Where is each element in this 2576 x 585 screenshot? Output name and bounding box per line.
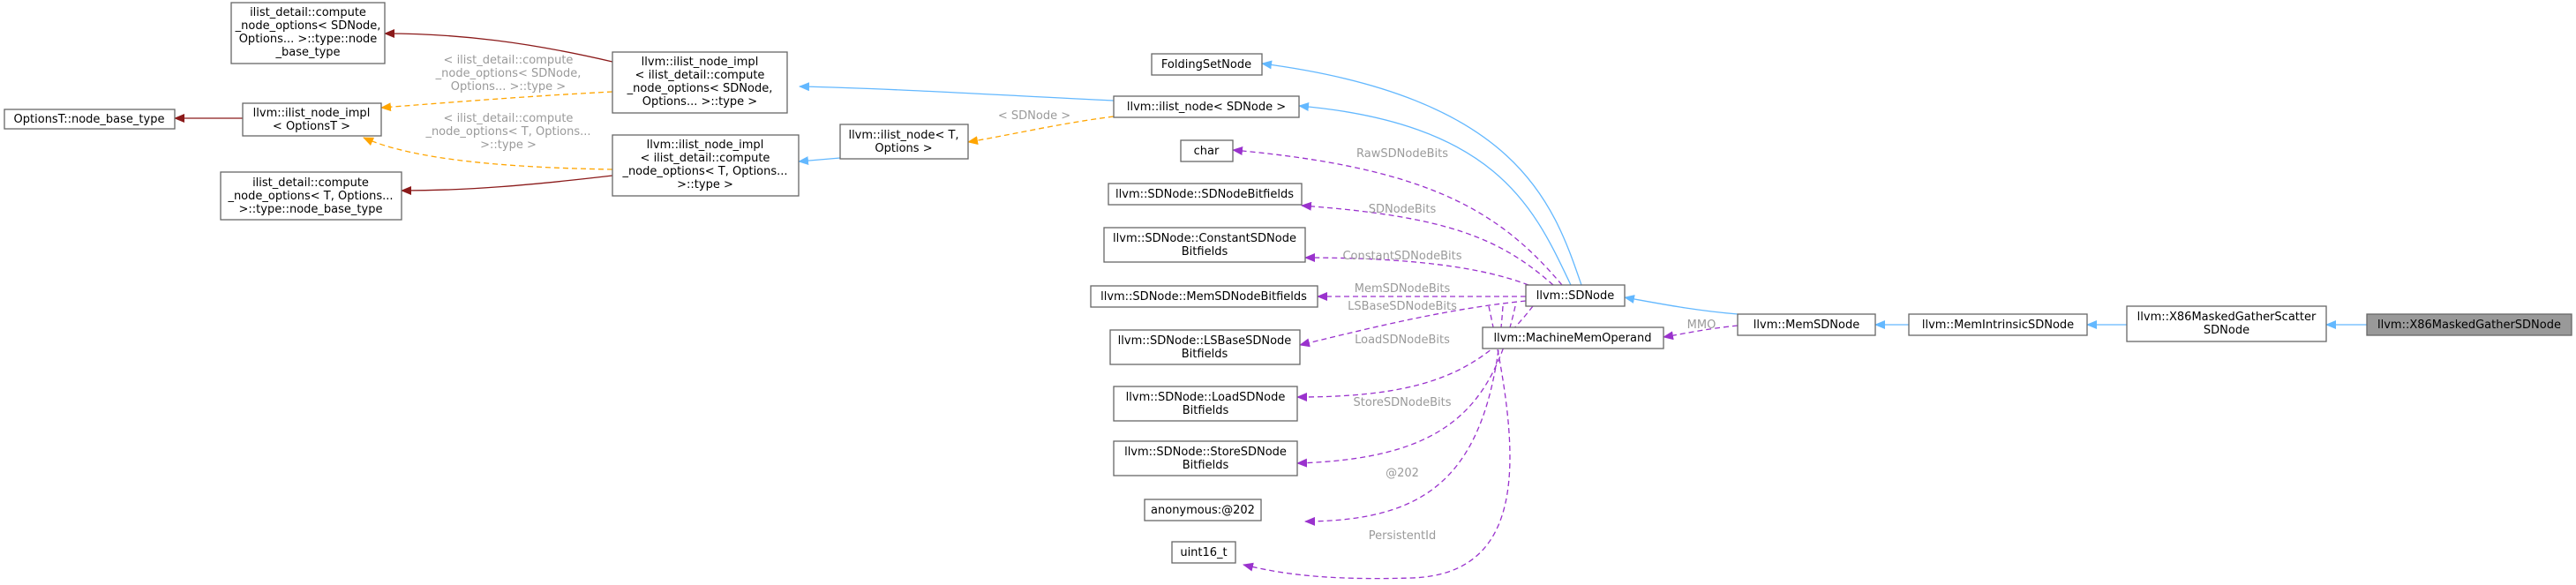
node-char[interactable]: char (1180, 139, 1234, 162)
svg-text:OptionsT::node_base_type: OptionsT::node_base_type (14, 113, 165, 126)
node-folding-set-node[interactable]: FoldingSetNode (1151, 53, 1263, 76)
label-T-template-args: < ilist_detail::compute_node_options< T,… (424, 112, 590, 152)
edge-sdnode-inherits-ilist-node-sdnode (1298, 101, 1572, 286)
edge-sdnode-member-constant (1304, 253, 1529, 286)
node-ilist-node-impl-T[interactable]: llvm::ilist_node_impl< ilist_detail::com… (612, 134, 800, 197)
svg-text:FoldingSetNode: FoldingSetNode (1161, 58, 1251, 71)
label-sdnode-template-args: < ilist_detail::compute_node_options< SD… (435, 54, 582, 94)
node-mem-intrinsic-sdnode[interactable]: llvm::MemIntrinsicSDNode (1908, 313, 2088, 336)
svg-text:llvm::SDNode::SDNodeBitfields: llvm::SDNode::SDNodeBitfields (1115, 188, 1294, 201)
edge-sdnode-member-raw (1232, 146, 1563, 286)
edge-ilist-node-sdnode-inherits-node-impl-sdnode (799, 82, 1115, 101)
edge-ilist-node-T-inherits-node-impl-T (798, 156, 841, 166)
svg-text:anonymous:@202: anonymous:@202 (1151, 504, 1255, 517)
node-mem-sdnode[interactable]: llvm::MemSDNode (1737, 313, 1876, 336)
edge-node-impl-sdnode-to-compute-sdnode-base (384, 29, 613, 63)
svg-text:llvm::ilist_node_impl< ilist_d: llvm::ilist_node_impl< ilist_detail::com… (627, 56, 773, 109)
edge-sdnode-member-sdnodebits (1301, 201, 1554, 286)
svg-text:ilist_detail::compute_node_opt: ilist_detail::compute_node_options< T, O… (227, 176, 393, 216)
edge-ilist-node-sdnode-instantiates-ilist-node-T (967, 116, 1115, 146)
label-sdnode-arg: < SDNode > (998, 109, 1070, 123)
svg-text:llvm::ilist_node_impl< Options: llvm::ilist_node_impl< OptionsT > (253, 107, 371, 133)
node-compute-T-node-base-type[interactable]: ilist_detail::compute_node_options< T, O… (220, 171, 402, 221)
edge-node-impl-T-instantiates-optionsT (363, 137, 613, 170)
label-store-sdnode-bits: StoreSDNodeBits (1354, 396, 1452, 409)
node-ilist-node-T[interactable]: llvm::ilist_node< T,Options > (839, 124, 969, 160)
svg-text:char: char (1194, 145, 1220, 158)
label-mem-sdnode-bits: MemSDNodeBits (1355, 282, 1451, 296)
svg-text:llvm::MachineMemOperand: llvm::MachineMemOperand (1494, 332, 1652, 345)
label-lsbase-sdnode-bits: LSBaseSDNodeBits (1348, 300, 1457, 313)
svg-text:llvm::ilist_node< T,Options >: llvm::ilist_node< T,Options > (848, 129, 958, 155)
edge-memsdnode-inherits-sdnode (1624, 295, 1739, 315)
edge-sdnode-inherits-foldingset (1261, 60, 1582, 286)
node-ilist-node-impl-sdnode[interactable]: llvm::ilist_node_impl< ilist_detail::com… (612, 51, 788, 114)
label-persistent-id: PersistentId (1369, 529, 1436, 543)
edge-sdnode-member-lsbase (1299, 300, 1527, 348)
node-compute-sdnode-node-base-type[interactable]: ilist_detail::compute_node_options< SDNo… (230, 2, 386, 64)
node-machine-mem-operand[interactable]: llvm::MachineMemOperand (1482, 326, 1664, 349)
label-at-202: @202 (1386, 467, 1419, 480)
edge-sdnode-member-store (1296, 305, 1516, 468)
label-sdnode-bits: SDNodeBits (1369, 203, 1437, 216)
svg-text:llvm::SDNode: llvm::SDNode (1536, 289, 1615, 303)
node-options-base-type[interactable]: OptionsT::node_base_type (4, 109, 176, 130)
node-ilist-node-sdnode[interactable]: llvm::ilist_node< SDNode > (1113, 95, 1300, 118)
node-sdnode-bitfields[interactable]: llvm::SDNode::SDNodeBitfields (1108, 183, 1303, 206)
svg-text:llvm::MemIntrinsicSDNode: llvm::MemIntrinsicSDNode (1922, 319, 2074, 332)
svg-text:ilist_detail::compute_node_opt: ilist_detail::compute_node_options< SDNo… (235, 6, 381, 59)
label-load-sdnode-bits: LoadSDNodeBits (1355, 334, 1450, 347)
node-sdnode[interactable]: llvm::SDNode (1525, 284, 1626, 307)
svg-text:llvm::ilist_node_impl< ilist_d: llvm::ilist_node_impl< ilist_detail::com… (621, 139, 787, 191)
svg-text:llvm::SDNode::MemSDNodeBitfiel: llvm::SDNode::MemSDNodeBitfields (1100, 290, 1307, 304)
edge-memsdnode-member-mmo (1663, 325, 1739, 341)
node-ilist-node-impl-optionsT[interactable]: llvm::ilist_node_impl< OptionsT > (242, 102, 382, 137)
svg-text:llvm::MemSDNode: llvm::MemSDNode (1754, 319, 1859, 332)
svg-text:llvm::ilist_node< SDNode >: llvm::ilist_node< SDNode > (1127, 101, 1286, 114)
svg-text:llvm::X86MaskedGatherSDNode: llvm::X86MaskedGatherSDNode (2377, 319, 2561, 332)
label-raw-sdnode-bits: RawSDNodeBits (1356, 147, 1448, 161)
node-uint16-t[interactable]: uint16_t (1171, 541, 1236, 564)
label-constant-sdnode-bits: ConstantSDNodeBits (1342, 250, 1461, 263)
node-anonymous-202[interactable]: anonymous:@202 (1144, 499, 1262, 521)
node-x86-masked-gather-sdnode[interactable]: llvm::X86MaskedGatherSDNode (2366, 313, 2572, 336)
svg-text:uint16_t: uint16_t (1180, 546, 1227, 559)
label-mmo: MMO (1687, 319, 1716, 332)
edge-node-impl-sdnode-instantiates-optionsT (380, 91, 613, 112)
edge-sdnode-member-anon202 (1304, 305, 1504, 526)
node-mem-sdnode-bitfields[interactable]: llvm::SDNode::MemSDNodeBitfields (1090, 285, 1318, 308)
edge-sdnode-member-uint16 (1243, 305, 1511, 580)
edge-node-impl-T-to-compute-T-base (401, 175, 613, 195)
